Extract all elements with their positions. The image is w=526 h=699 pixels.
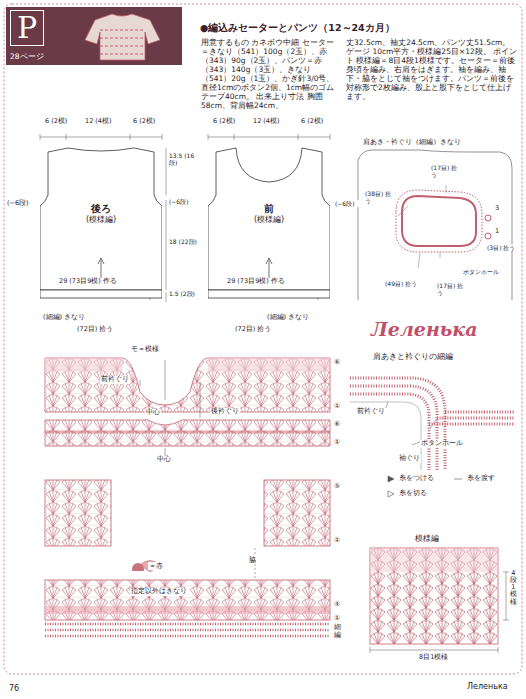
pattern-label: 6 (2模) bbox=[212, 118, 240, 126]
pattern-label: (細編) きなり bbox=[42, 314, 86, 322]
pattern-label: 29 (73目9模) 作る bbox=[58, 278, 118, 286]
piece-text: 後ろ(模様編) bbox=[40, 202, 162, 225]
pattern-label: 6 (2模) bbox=[44, 118, 72, 126]
legend-text: ＝赤 bbox=[148, 562, 164, 570]
piece-stitch: (模様編) bbox=[208, 215, 330, 225]
pattern-label: 袖ぐり bbox=[398, 455, 421, 463]
pattern-label: 中心 bbox=[145, 409, 161, 417]
pattern-label: 用意するもの カネボウ中細 セーター＝きなり（541）100g（2玉）、赤（34… bbox=[200, 38, 342, 110]
legend-text: 糸を切る bbox=[398, 489, 428, 497]
pattern-label: ボタンホール bbox=[462, 268, 500, 275]
pattern-label: 4段1模様 bbox=[510, 570, 517, 606]
pattern-label: 前衿ぐり bbox=[100, 376, 130, 384]
pattern-label: (−6段) bbox=[168, 198, 198, 205]
pattern-label: 29 (73目9模) 作る bbox=[226, 278, 286, 286]
piece-text: 前(模様編) bbox=[208, 202, 330, 225]
pattern-label: (49目) 拾う bbox=[384, 280, 426, 287]
pattern-label: (17目) 拾う bbox=[436, 282, 470, 296]
pattern-label: 肩あき・衿ぐり（細編）きなり bbox=[362, 138, 462, 146]
pattern-label: ① bbox=[333, 614, 341, 622]
piece-name: 前 bbox=[208, 202, 330, 215]
pattern-label: 前衿ぐり bbox=[356, 408, 386, 416]
pattern-label: (−6段) bbox=[334, 200, 364, 207]
legend-text: 糸をつける bbox=[398, 474, 435, 482]
pattern-label: 6 (2模) bbox=[132, 118, 160, 126]
pattern-label: 後衿ぐり bbox=[210, 408, 240, 416]
pattern-label: 1.5 (2段) bbox=[168, 290, 198, 297]
pattern-label: ① bbox=[333, 438, 341, 446]
pattern-label: 6 (2模) bbox=[300, 118, 328, 126]
pattern-label: 脇 bbox=[248, 556, 257, 564]
pattern-label: ⑤ bbox=[333, 482, 341, 490]
pattern-label: 肩あきと衿ぐりの細編 bbox=[372, 352, 454, 362]
pattern-label: (72目) 拾う bbox=[76, 326, 114, 334]
color-swatch bbox=[132, 563, 144, 571]
pattern-label: ① bbox=[333, 402, 341, 410]
page-tab: P 28ページ bbox=[6, 7, 62, 65]
pattern-label: (72目) 拾う bbox=[234, 326, 272, 334]
pattern-label: Леленька bbox=[466, 682, 509, 692]
pattern-label: Леленька bbox=[370, 318, 478, 341]
pattern-label: 3 bbox=[494, 205, 500, 213]
pattern-label: 丈32.5cm、袖丈24.5cm、パンツ丈51.5cm。 ゲージ 10cm平方・… bbox=[345, 38, 519, 101]
pattern-label: 模様編 bbox=[414, 534, 440, 544]
pattern-label: 76 bbox=[8, 684, 20, 694]
pattern-label: ⑥ bbox=[333, 420, 341, 428]
pattern-label: 細編 bbox=[334, 624, 341, 639]
pattern-label: (−6段) bbox=[6, 200, 40, 208]
pattern-label: (38目) 拾う bbox=[364, 190, 396, 204]
pattern-label: 指定以外はきなり bbox=[130, 588, 188, 596]
pattern-label: ① bbox=[333, 536, 341, 544]
pattern-label: ④ bbox=[333, 600, 341, 608]
pattern-label: 中心 bbox=[156, 456, 172, 464]
pattern-label: 12 (4模) bbox=[252, 118, 288, 126]
pattern-label: (3目) 拾う bbox=[486, 244, 518, 251]
pattern-label: (17目) 拾う bbox=[430, 164, 464, 178]
pattern-label: 1 bbox=[494, 228, 500, 236]
pattern-label: 18 (22段) bbox=[168, 238, 198, 245]
pattern-title: ●編込みセーターとパンツ（12～24カ月） bbox=[200, 22, 395, 35]
pattern-label: ⑥ bbox=[333, 358, 341, 366]
pattern-label: 12 (4模) bbox=[84, 118, 120, 126]
pattern-label: 8目1模様 bbox=[418, 654, 449, 662]
legend-text: 糸を渡す bbox=[466, 474, 496, 482]
page-ref: 28ページ bbox=[10, 52, 62, 62]
piece-stitch: (模様編) bbox=[40, 215, 162, 225]
page-letter: P bbox=[10, 10, 44, 46]
pattern-label: 13.5 (16段) bbox=[168, 152, 198, 166]
pattern-label: (細編) きなり bbox=[266, 314, 310, 322]
piece-name: 後ろ bbox=[40, 202, 162, 215]
pattern-label: モ＝模様 bbox=[130, 346, 160, 354]
pattern-label: ボタンホール bbox=[420, 440, 464, 448]
